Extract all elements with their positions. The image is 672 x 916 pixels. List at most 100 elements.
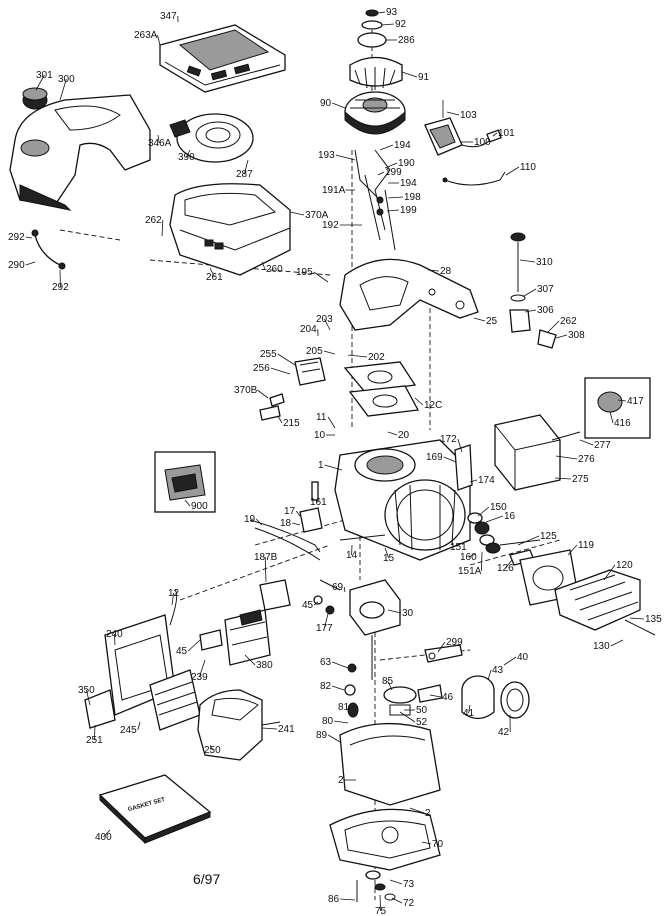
cylinder-head	[519, 549, 656, 636]
leader-line	[603, 564, 616, 581]
leader-line	[379, 894, 381, 912]
leader-line	[492, 132, 498, 137]
part-label: 250	[204, 745, 221, 756]
leader-line	[414, 397, 424, 406]
part-label: 30	[402, 608, 414, 619]
part-label: 256	[253, 363, 270, 374]
part-label: 204	[300, 324, 317, 335]
part-label: 18	[280, 518, 292, 529]
leader-line	[171, 592, 174, 606]
bottom-fasteners	[356, 870, 396, 902]
part-label: 300	[58, 74, 75, 85]
part-label: 101	[498, 128, 515, 139]
carburetor	[199, 579, 291, 666]
part-label: 90	[320, 98, 332, 109]
leader-line	[332, 685, 345, 691]
part-label: 73	[403, 879, 415, 890]
leader-line	[386, 209, 400, 212]
part-label: 12	[168, 588, 180, 599]
leader-line	[391, 897, 403, 904]
leader-line	[327, 734, 341, 743]
leader-line	[261, 727, 278, 730]
leader-line	[103, 829, 111, 838]
leader-line	[261, 261, 266, 270]
leader-line	[384, 162, 398, 169]
part-label: 40	[517, 652, 529, 663]
leader-line	[209, 267, 215, 278]
leader-line	[277, 353, 296, 366]
part-label: 191A	[322, 185, 346, 196]
leader-line	[457, 438, 463, 453]
part-label: 45	[176, 646, 188, 657]
part-label: 347	[160, 11, 177, 22]
control-bracket	[339, 174, 479, 331]
fuel-line	[31, 229, 66, 270]
leader-line	[377, 11, 386, 14]
part-label: 187B	[254, 552, 278, 563]
part-label: 42	[498, 727, 510, 738]
part-label: 299	[446, 637, 463, 648]
leader-line	[186, 149, 191, 158]
part-label: 160	[460, 552, 477, 563]
leader-line	[505, 166, 520, 176]
part-label: 263A	[134, 30, 158, 41]
part-label: 172	[440, 434, 457, 445]
part-label: 15	[383, 553, 395, 564]
part-label: 286	[398, 35, 415, 46]
leader-line	[157, 134, 160, 144]
breather-parts	[249, 481, 386, 561]
camshaft	[344, 663, 443, 718]
part-label: 103	[460, 110, 477, 121]
leader-line	[340, 898, 356, 901]
leader-line	[485, 515, 504, 523]
part-label: 20	[398, 430, 410, 441]
part-label: 14	[346, 550, 358, 561]
part-label: 190	[398, 158, 415, 169]
part-label: 52	[416, 717, 428, 728]
part-label: 192	[322, 220, 339, 231]
part-label: 292	[8, 232, 25, 243]
part-label: 308	[568, 330, 585, 341]
leader-line	[270, 367, 291, 375]
part-label: 119	[578, 540, 594, 551]
leader-line	[517, 535, 540, 546]
leader-line	[25, 236, 33, 239]
part-label: 11	[316, 412, 327, 423]
leader-line	[487, 669, 492, 681]
part-label: 110	[520, 162, 536, 173]
gasket-set-box: GASKET SET	[98, 774, 212, 845]
leader-line	[610, 639, 624, 647]
leader-line	[389, 879, 403, 885]
part-label: 80	[322, 716, 334, 727]
leader-line	[429, 694, 442, 698]
flywheel	[344, 91, 406, 135]
part-label: 199	[385, 167, 402, 178]
part-label: 45	[302, 600, 314, 611]
part-label: 28	[440, 266, 452, 277]
part-label: 390	[178, 152, 195, 163]
part-label: 276	[578, 454, 595, 465]
leader-line	[137, 721, 141, 731]
leader-line	[35, 74, 45, 91]
leader-lines	[25, 11, 645, 912]
carburetor-linkage	[259, 357, 326, 421]
leader-line	[387, 431, 398, 436]
part-label: 262	[560, 316, 577, 327]
part-label: 262	[145, 215, 162, 226]
part-label: 346A	[148, 138, 172, 149]
part-label: 92	[395, 19, 407, 30]
leader-line	[277, 415, 283, 424]
leader-line	[437, 641, 446, 653]
part-label: 151A	[458, 566, 482, 577]
part-label: 290	[8, 260, 25, 271]
part-label: 10	[314, 430, 326, 441]
part-label: 287	[236, 169, 253, 180]
part-label: 370A	[305, 210, 329, 221]
dipstick-tube	[509, 232, 557, 349]
leader-line	[244, 654, 256, 666]
part-label: 292	[52, 282, 69, 293]
leader-line	[377, 171, 385, 176]
part-label: 72	[403, 898, 415, 909]
air-filter-housing	[84, 589, 201, 731]
